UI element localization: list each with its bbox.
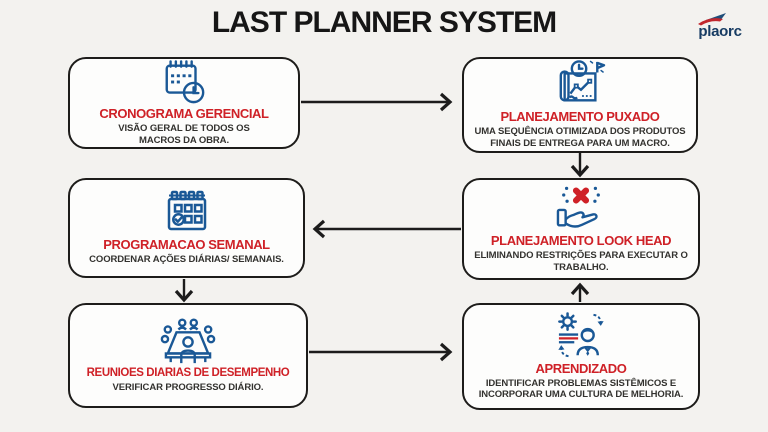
arrow-semanal-to-reunioes xyxy=(174,279,194,303)
box-title: PLANEJAMENTO LOOK HEAD xyxy=(490,233,672,249)
calendar-clock-icon xyxy=(159,59,209,105)
box-subtitle: VISÃO GERAL DE TODOS OS MACROS DA OBRA. xyxy=(118,123,250,146)
box-title: APRENDIZADO xyxy=(535,360,627,376)
meeting-table-icon xyxy=(160,317,216,365)
box-subtitle: UMA SEQUÊNCIA OTIMIZADA DOS PRODUTOS FIN… xyxy=(474,126,686,149)
box-title: REUNIOES DIARIAS DE DESEMPENHO xyxy=(86,367,290,380)
arrow-look-head-to-semanal xyxy=(312,219,461,239)
arrow-puxado-to-look-head xyxy=(570,153,590,178)
box-subtitle: ELIMINANDO RESTRIÇÕES PARA EXECUTAR O TR… xyxy=(474,250,688,273)
arrow-reunioes-to-aprendizado xyxy=(309,342,453,362)
box-aprendizado: APRENDIZADO IDENTIFICAR PROBLEMAS SISTÊM… xyxy=(462,303,700,410)
page-title: LAST PLANNER SYSTEM xyxy=(211,6,557,39)
box-title: PLANEJAMENTO PUXADO xyxy=(500,109,660,125)
learning-person-gear-icon xyxy=(555,311,607,360)
arrow-aprendizado-to-look-head xyxy=(570,282,590,302)
box-subtitle: VERIFICAR PROGRESSO DIÁRIO. xyxy=(112,381,264,393)
box-cronograma-gerencial: CRONOGRAMA GERENCIAL VISÃO GERAL DE TODO… xyxy=(68,57,300,149)
plan-map-clock-flag-icon xyxy=(553,60,607,108)
hand-removing-restriction-icon xyxy=(554,184,608,232)
arrow-cronograma-to-puxado xyxy=(301,92,453,112)
calendar-checklist-icon xyxy=(161,190,213,236)
plaorc-logo-text: plaorc xyxy=(698,23,742,40)
box-title: CRONOGRAMA GERENCIAL xyxy=(99,106,269,122)
box-programacao-semanal: PROGRAMACAO SEMANAL COORDENAR AÇÕES DIÁR… xyxy=(68,178,305,278)
box-subtitle: IDENTIFICAR PROBLEMAS SISTÊMICOS E INCOR… xyxy=(478,377,684,401)
plaorc-logo-icon xyxy=(698,13,726,26)
box-reunioes-diarias-de-desempenho: REUNIOES DIARIAS DE DESEMPENHO VERIFICAR… xyxy=(68,303,308,408)
box-planejamento-look-head: PLANEJAMENTO LOOK HEAD ELIMINANDO RESTRI… xyxy=(462,178,700,280)
box-planejamento-puxado: PLANEJAMENTO PUXADO UMA SEQUÊNCIA OTIMIZ… xyxy=(462,57,698,153)
plaorc-logo: plaorc xyxy=(690,12,750,40)
box-title: PROGRAMACAO SEMANAL xyxy=(103,237,270,253)
box-subtitle: COORDENAR AÇÕES DIÁRIAS/ SEMANAIS. xyxy=(89,254,284,266)
